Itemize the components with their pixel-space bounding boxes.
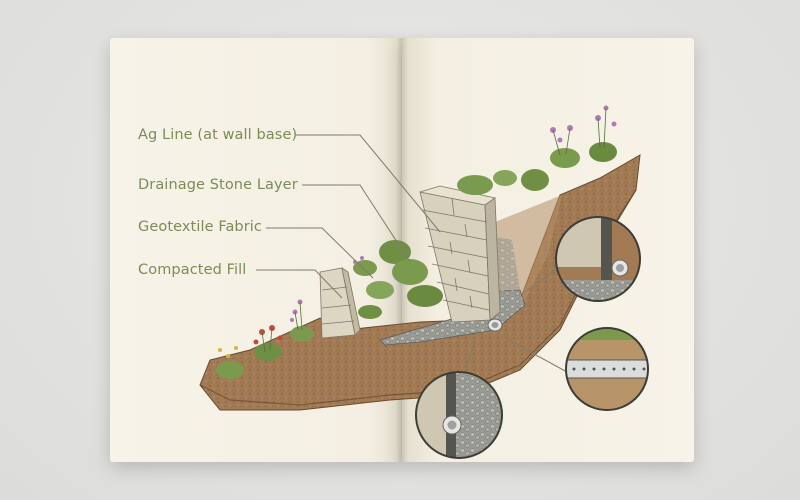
plants: [216, 105, 617, 379]
lower-wall: [319, 267, 361, 339]
detail-circle-lower: [415, 371, 503, 459]
label-compacted-fill: Compacted Fill: [138, 262, 247, 278]
retaining-wall: [419, 185, 501, 323]
label-drainage-stone: Drainage Stone Layer: [138, 177, 298, 193]
leader-lines: [256, 134, 568, 373]
ag-pipe: [487, 318, 503, 332]
label-ag-line: Ag Line (at wall base): [138, 127, 298, 143]
label-geotextile: Geotextile Fabric: [138, 219, 262, 235]
detail-circle-pipe: [565, 327, 649, 411]
detail-circle-upper: [555, 216, 641, 302]
